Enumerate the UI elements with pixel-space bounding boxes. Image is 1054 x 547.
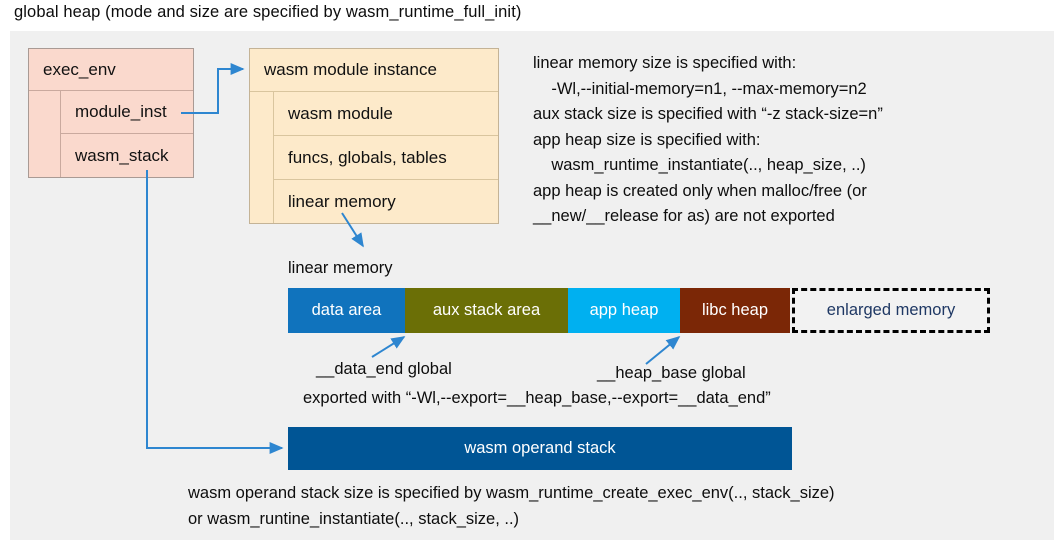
exported-with-annotation: exported with “-Wl,--export=__heap_base,… [303, 389, 771, 407]
exec-env-header-label: exec_env [43, 59, 116, 79]
module-instance-field-wasm-module-label: wasm module [288, 103, 393, 123]
module-instance-gutter [250, 92, 274, 223]
memory-segment-label: enlarged memory [826, 301, 956, 319]
linear-memory-bar: data area aux stack area app heap libc heap… [288, 288, 990, 333]
module-instance-field-linear-memory: linear memory [274, 180, 498, 223]
exec-env-field-wasm-stack-label: wasm_stack [75, 145, 169, 165]
memory-segment-label: data area [311, 301, 382, 319]
exec-env-field-wasm-stack: wasm_stack [61, 134, 193, 177]
module-instance-header-label: wasm module instance [264, 60, 437, 79]
wasm-operand-stack-box: wasm operand stack [288, 427, 792, 470]
operand-stack-notes: wasm operand stack size is specified by … [188, 484, 835, 528]
module-instance-header: wasm module instance [250, 49, 498, 92]
memory-segment-libc-heap: libc heap [680, 288, 790, 333]
module-instance-field-funcs-globals-tables-label: funcs, globals, tables [288, 147, 447, 167]
memory-segment-aux-stack-area: aux stack area [405, 288, 568, 333]
heap-base-annotation: __heap_base global [597, 364, 746, 382]
page-title: global heap (mode and size are specified… [14, 3, 522, 21]
module-instance-field-linear-memory-label: linear memory [288, 191, 396, 211]
exec-env-box: exec_env module_inst wasm_stack [28, 48, 194, 178]
linear-memory-notes: linear memory size is specified with: -W… [533, 54, 883, 225]
wasm-operand-stack-label: wasm operand stack [464, 439, 616, 457]
module-instance-field-funcs-globals-tables: funcs, globals, tables [274, 136, 498, 180]
memory-segment-label: libc heap [701, 301, 769, 319]
exec-env-field-module-inst: module_inst [61, 91, 193, 134]
exec-env-gutter [29, 91, 61, 177]
memory-segment-label: app heap [589, 301, 659, 319]
module-instance-field-wasm-module: wasm module [274, 92, 498, 136]
memory-segment-data-area: data area [288, 288, 405, 333]
wasm-module-instance-box: wasm module instance wasm module funcs, … [249, 48, 499, 224]
memory-segment-label: aux stack area [432, 301, 541, 319]
exec-env-field-module-inst-label: module_inst [75, 102, 167, 121]
memory-segment-enlarged-memory: enlarged memory [792, 288, 990, 333]
exec-env-header: exec_env [29, 49, 193, 91]
memory-segment-app-heap: app heap [568, 288, 680, 333]
data-end-annotation: __data_end global [316, 360, 452, 378]
linear-memory-caption: linear memory [288, 259, 393, 277]
